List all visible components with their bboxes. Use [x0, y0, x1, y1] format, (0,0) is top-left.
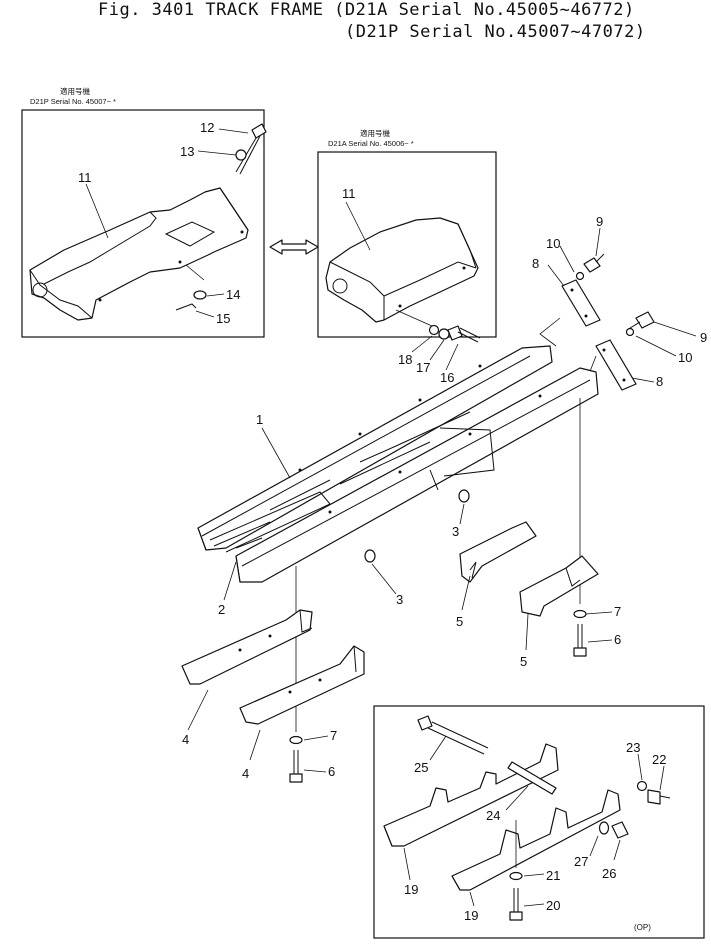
- callout-27: 27: [574, 854, 588, 869]
- callout-1: 1: [256, 412, 263, 427]
- callout-9-upper: 9: [596, 214, 603, 229]
- guard-4-front: 4: [181, 609, 313, 747]
- callout-6-left: 6: [328, 764, 335, 779]
- track-cover-d21a: [325, 217, 479, 323]
- callout-8-upper: 8: [532, 256, 539, 271]
- guard-5-lower: 5 7 6: [519, 555, 621, 669]
- callout-8-lower: 8: [656, 374, 663, 389]
- figure-title: Fig. 3401 TRACK FRAME (D21A Serial No.45…: [98, 0, 635, 20]
- box-mid-frame: [317, 151, 497, 338]
- callout-4-front: 4: [182, 732, 189, 747]
- guard-5-upper: 5: [456, 521, 537, 629]
- callout-24: 24: [486, 808, 500, 823]
- callout-10-upper: 10: [546, 236, 560, 251]
- callout-11-left: 11: [78, 170, 92, 185]
- callout-23: 23: [626, 740, 640, 755]
- callout-4-rear: 4: [242, 766, 249, 781]
- callout-10-lower: 10: [678, 350, 692, 365]
- callout-14: 14: [226, 287, 240, 302]
- cover-mount-bolts: 18 17 16: [398, 324, 481, 385]
- callout-13: 13: [180, 144, 194, 159]
- alternate-arrow: [269, 239, 319, 255]
- figure-subtitle: (D21P Serial No.45007~47072): [345, 22, 646, 42]
- callout-2: 2: [218, 602, 225, 617]
- callout-6-right: 6: [614, 632, 621, 647]
- box-mid-caption-jp: 適用号機: [360, 128, 390, 138]
- track-cover-d21p: [29, 187, 249, 321]
- inset-box-d21p: 適用号機 D21P Serial No. 45007~ * 11 12 13 1: [21, 86, 267, 338]
- callout-5-lower: 5: [520, 654, 527, 669]
- callout-5-upper: 5: [456, 614, 463, 629]
- callout-15: 15: [216, 311, 230, 326]
- callout-22: 22: [652, 752, 666, 767]
- callout-16: 16: [440, 370, 454, 385]
- box-left-frame: [21, 109, 265, 338]
- callout-3-right: 3: [452, 524, 459, 539]
- callout-3-left: 3: [396, 592, 403, 607]
- callout-12: 12: [200, 120, 214, 135]
- callout-19-bottom: 19: [464, 908, 478, 923]
- bracket-lower: 8 10 9: [581, 311, 707, 393]
- callout-21: 21: [546, 868, 560, 883]
- callout-18: 18: [398, 352, 412, 367]
- callout-7-left: 7: [330, 728, 337, 743]
- callout-19-top: 19: [404, 882, 418, 897]
- callout-7-right: 7: [614, 604, 621, 619]
- box-left-caption: D21P Serial No. 45007~ *: [30, 97, 116, 106]
- callout-11-mid: 11: [342, 186, 356, 201]
- callout-9-lower: 9: [700, 330, 707, 345]
- box-mid-caption: D21A Serial No. 45006~ *: [328, 139, 414, 148]
- box-op-caption: (OP): [634, 923, 651, 932]
- inset-box-d21a: 適用号機 D21A Serial No. 45006~ * 11: [317, 128, 497, 338]
- guard-4-rear: 4 7 6: [239, 645, 365, 783]
- callout-20: 20: [546, 898, 560, 913]
- box-op-frame: [373, 705, 705, 939]
- box-left-caption-jp: 適用号機: [60, 86, 90, 96]
- callout-17: 17: [416, 360, 430, 375]
- inset-box-op: (OP) 25 24 23 22 27 26 21: [373, 705, 705, 939]
- callout-25: 25: [414, 760, 428, 775]
- callout-26: 26: [602, 866, 616, 881]
- track-frame-main: 1 2 3 3: [197, 345, 599, 732]
- bracket-upper: 8 10 9: [532, 214, 605, 347]
